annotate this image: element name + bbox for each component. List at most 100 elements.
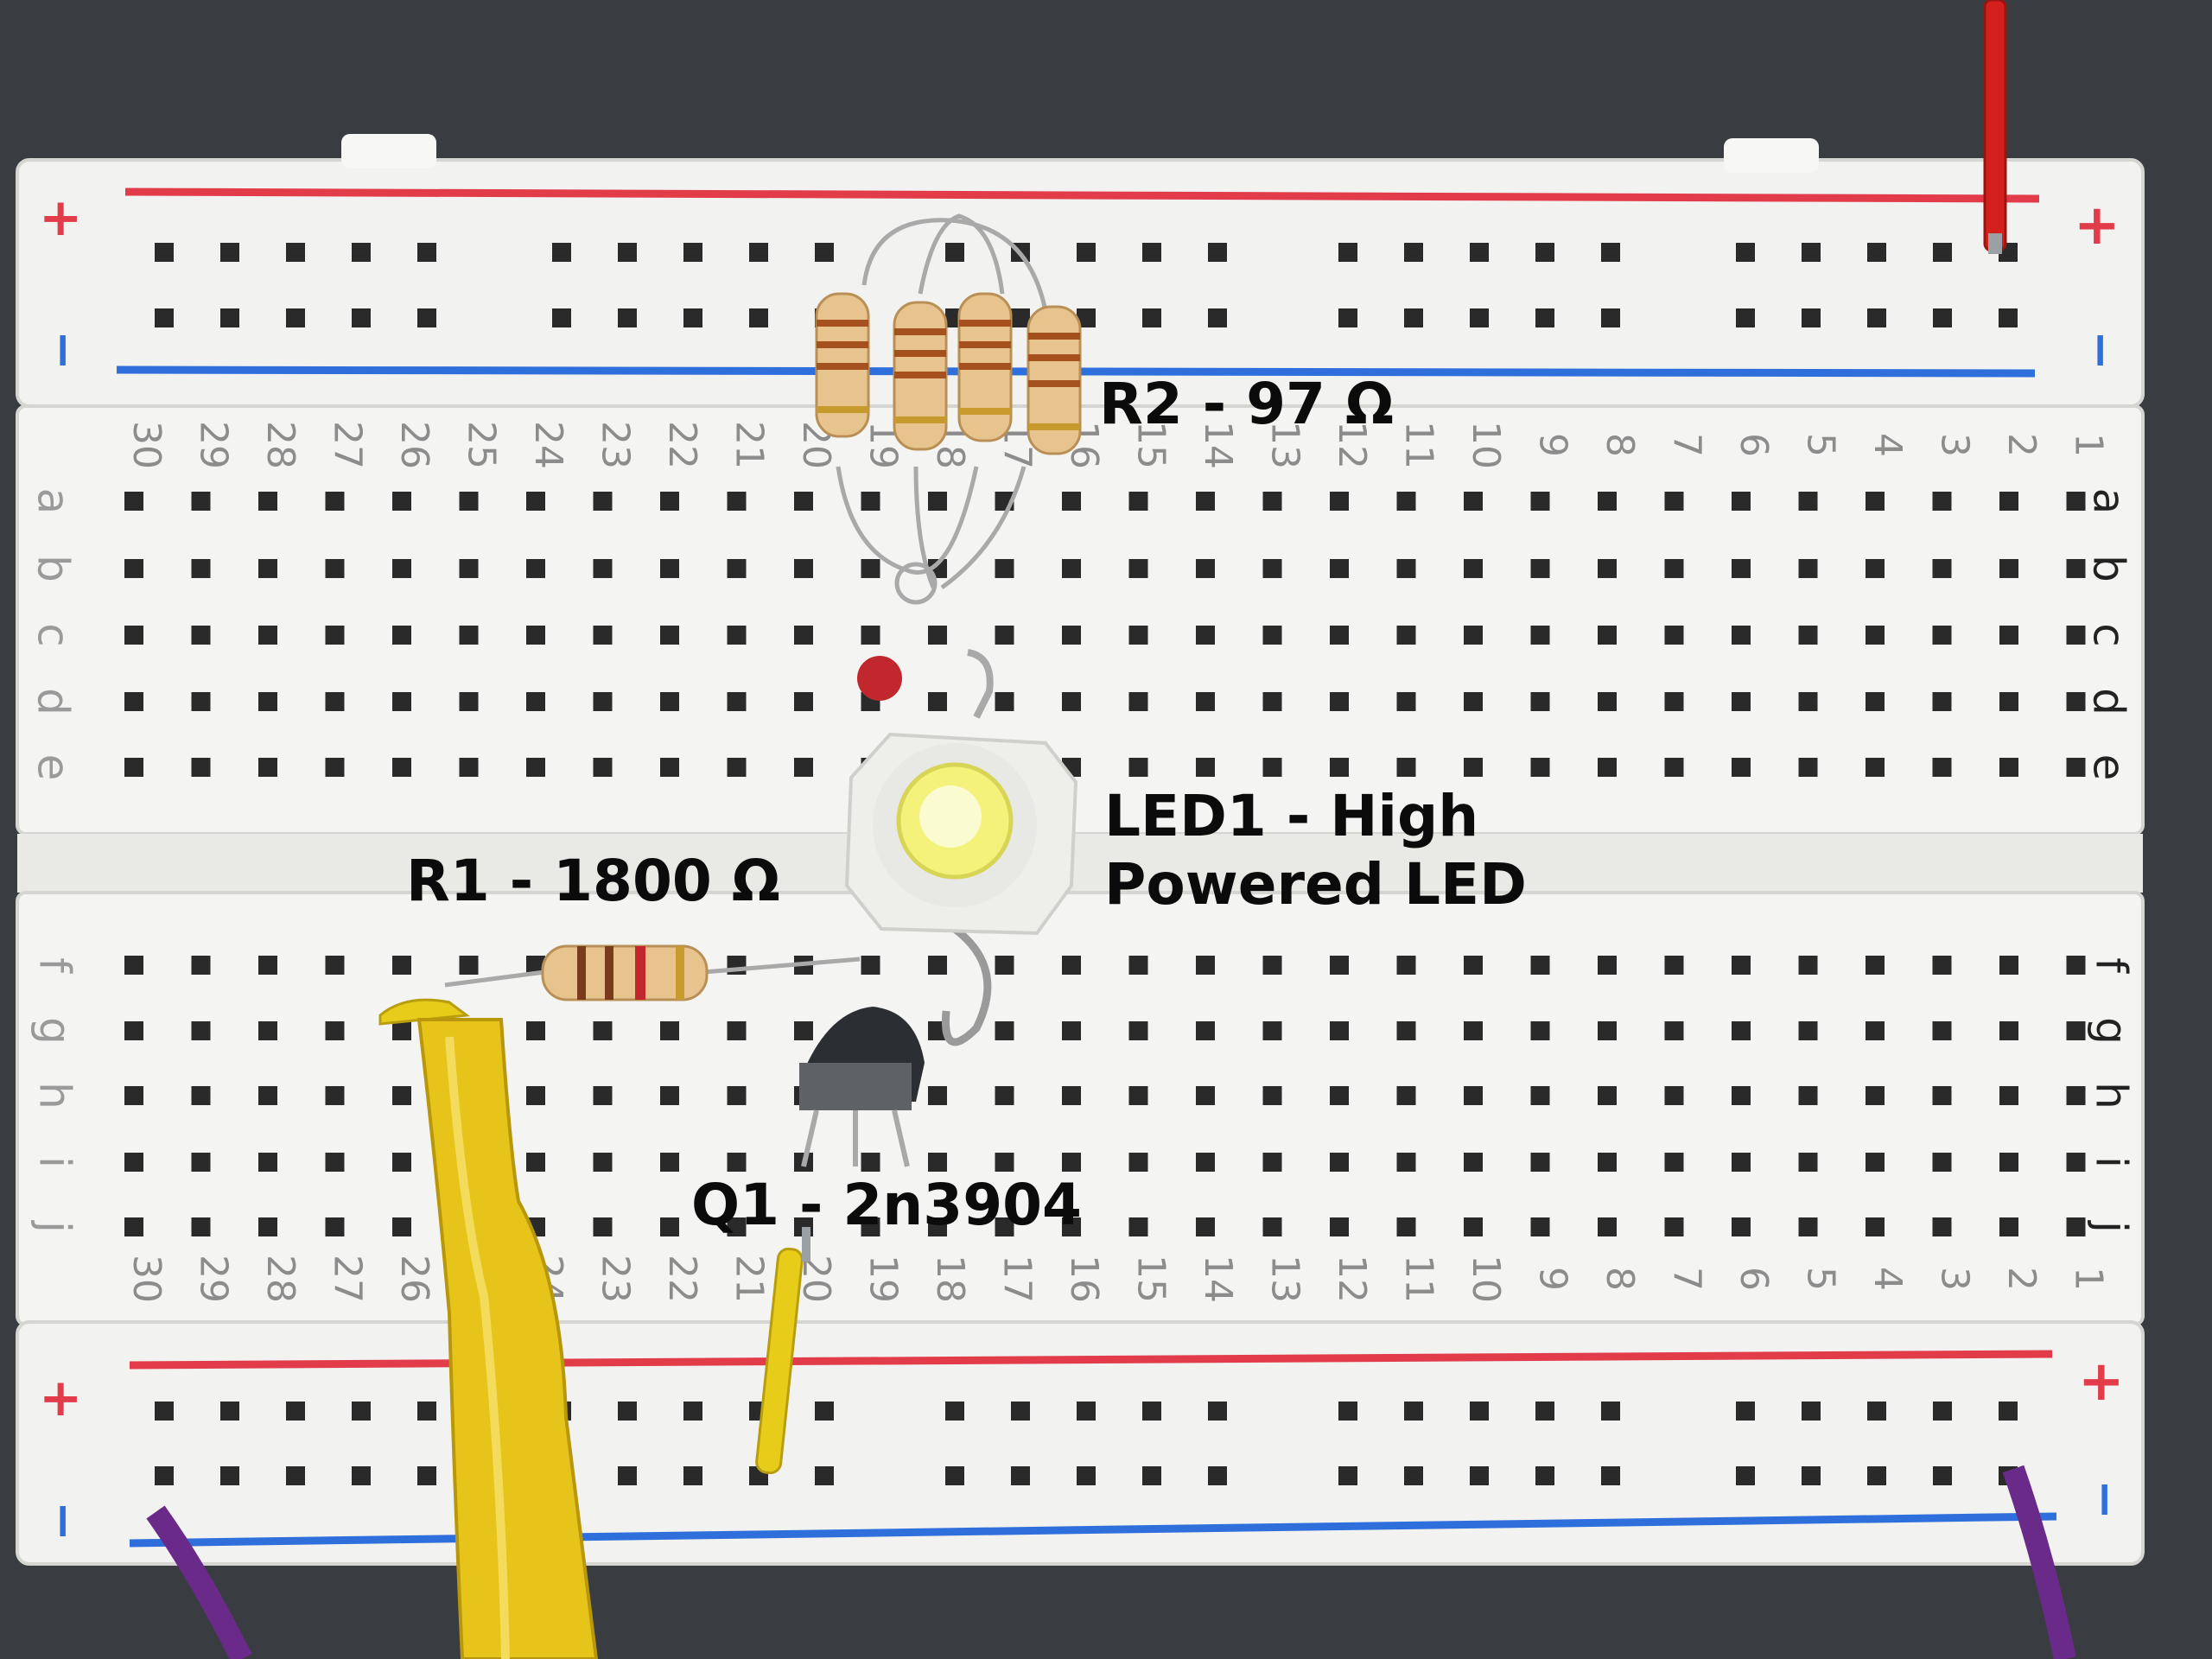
breadboard-hole	[1196, 1153, 1215, 1172]
breadboard-hole	[392, 758, 411, 777]
breadboard-hole	[2066, 1021, 2086, 1040]
breadboard-hole	[1802, 1402, 1821, 1421]
breadboard-hole	[1196, 956, 1215, 975]
breadboard-hole	[392, 1021, 411, 1040]
breadboard-hole	[258, 559, 277, 578]
breadboard-hole	[683, 1402, 702, 1421]
breadboard-hole	[220, 308, 239, 327]
breadboard-hole	[191, 956, 211, 975]
breadboard-hole	[1262, 956, 1282, 975]
breadboard-hole	[1866, 758, 1885, 777]
breadboard-hole	[325, 492, 345, 511]
r2-label: R2 - 97 Ω	[1099, 371, 1395, 437]
breadboard-hole	[2066, 1086, 2086, 1105]
breadboard-hole	[526, 559, 545, 578]
breadboard-hole	[2066, 1217, 2086, 1236]
breadboard-hole	[1598, 1021, 1617, 1040]
breadboard-hole	[1932, 692, 1952, 711]
breadboard-hole	[1999, 1086, 2018, 1105]
breadboard-hole	[526, 1021, 545, 1040]
breadboard-hole	[392, 956, 411, 975]
breadboard-hole	[1330, 1086, 1349, 1105]
breadboard-hole	[1598, 1153, 1617, 1172]
column-number-label: 15	[1129, 421, 1173, 469]
column-number-label: 7	[1665, 1267, 1709, 1291]
breadboard-hole	[1208, 308, 1227, 327]
breadboard-hole	[1798, 1021, 1818, 1040]
breadboard-hole	[1262, 758, 1282, 777]
breadboard-hole	[191, 1217, 211, 1236]
r1-resistor	[444, 944, 861, 1001]
breadboard-hole	[1470, 243, 1489, 262]
column-number-label: 24	[526, 421, 570, 469]
breadboard-hole	[861, 956, 880, 975]
row-letter-label: f	[30, 957, 80, 974]
breadboard-hole	[1866, 1153, 1885, 1172]
board-tab	[1724, 138, 1819, 173]
column-number-label: 4	[1866, 1267, 1910, 1291]
breadboard-hole	[1933, 1466, 1952, 1485]
column-number-label: 26	[392, 421, 436, 469]
row-letter-label: a	[2084, 488, 2134, 515]
breadboard-hole	[1866, 956, 1885, 975]
breadboard-hole	[1196, 758, 1215, 777]
breadboard-hole	[526, 492, 545, 511]
breadboard-hole	[325, 758, 345, 777]
rail-plus-symbol: +	[39, 1368, 82, 1428]
breadboard-hole	[1802, 308, 1821, 327]
breadboard-hole	[660, 758, 679, 777]
breadboard-hole	[1530, 758, 1550, 777]
breadboard-hole	[1396, 492, 1416, 511]
breadboard-hole	[191, 692, 211, 711]
breadboard-hole	[1732, 758, 1751, 777]
column-number-label: 11	[1397, 421, 1441, 469]
breadboard-hole	[861, 492, 880, 511]
breadboard-hole	[1798, 692, 1818, 711]
breadboard-hole	[258, 1217, 277, 1236]
column-number-label: 2	[1999, 1267, 2044, 1291]
breadboard-hole	[683, 308, 702, 327]
breadboard-hole	[1262, 1153, 1282, 1172]
breadboard-hole	[928, 1086, 947, 1105]
column-number-label: 1	[2067, 1267, 2111, 1291]
breadboard-hole	[1208, 243, 1227, 262]
breadboard-hole	[459, 559, 479, 578]
column-number-label: 27	[326, 421, 370, 469]
breadboard-hole	[1062, 692, 1081, 711]
breadboard-hole	[1464, 758, 1483, 777]
breadboard-hole	[124, 626, 143, 645]
breadboard-hole	[2066, 492, 2086, 511]
breadboard-hole	[861, 626, 880, 645]
breadboard-hole	[1601, 308, 1620, 327]
breadboard-hole	[1867, 1466, 1886, 1485]
rail-minus-symbol: −	[35, 1501, 92, 1541]
breadboard-hole	[417, 243, 436, 262]
breadboard-hole	[1999, 559, 2018, 578]
breadboard-hole	[1732, 492, 1751, 511]
breadboard-hole	[1530, 956, 1550, 975]
breadboard-hole	[1999, 626, 2018, 645]
purple-wire-right	[2002, 1465, 2076, 1659]
breadboard-hole	[1736, 243, 1755, 262]
column-number-label: 22	[660, 1255, 704, 1303]
breadboard-hole	[1196, 1021, 1215, 1040]
q1-transistor	[799, 1007, 925, 1167]
breadboard-hole	[392, 1153, 411, 1172]
breadboard-hole	[1598, 492, 1617, 511]
breadboard-hole	[1999, 692, 2018, 711]
breadboard-hole	[1932, 1086, 1952, 1105]
row-letter-label: a	[29, 488, 79, 515]
row-letter-label: h	[30, 1082, 80, 1109]
breadboard-hole	[1732, 1217, 1751, 1236]
breadboard-hole	[727, 1153, 747, 1172]
breadboard-hole	[1062, 559, 1081, 578]
breadboard-hole	[1867, 243, 1886, 262]
breadboard-hole	[593, 492, 613, 511]
breadboard-hole	[1598, 692, 1617, 711]
breadboard-hole	[352, 1466, 371, 1485]
breadboard-hole	[660, 1153, 679, 1172]
breadboard-hole	[1598, 1217, 1617, 1236]
breadboard-hole	[1262, 626, 1282, 645]
breadboard-hole	[258, 1153, 277, 1172]
breadboard-hole	[1798, 559, 1818, 578]
